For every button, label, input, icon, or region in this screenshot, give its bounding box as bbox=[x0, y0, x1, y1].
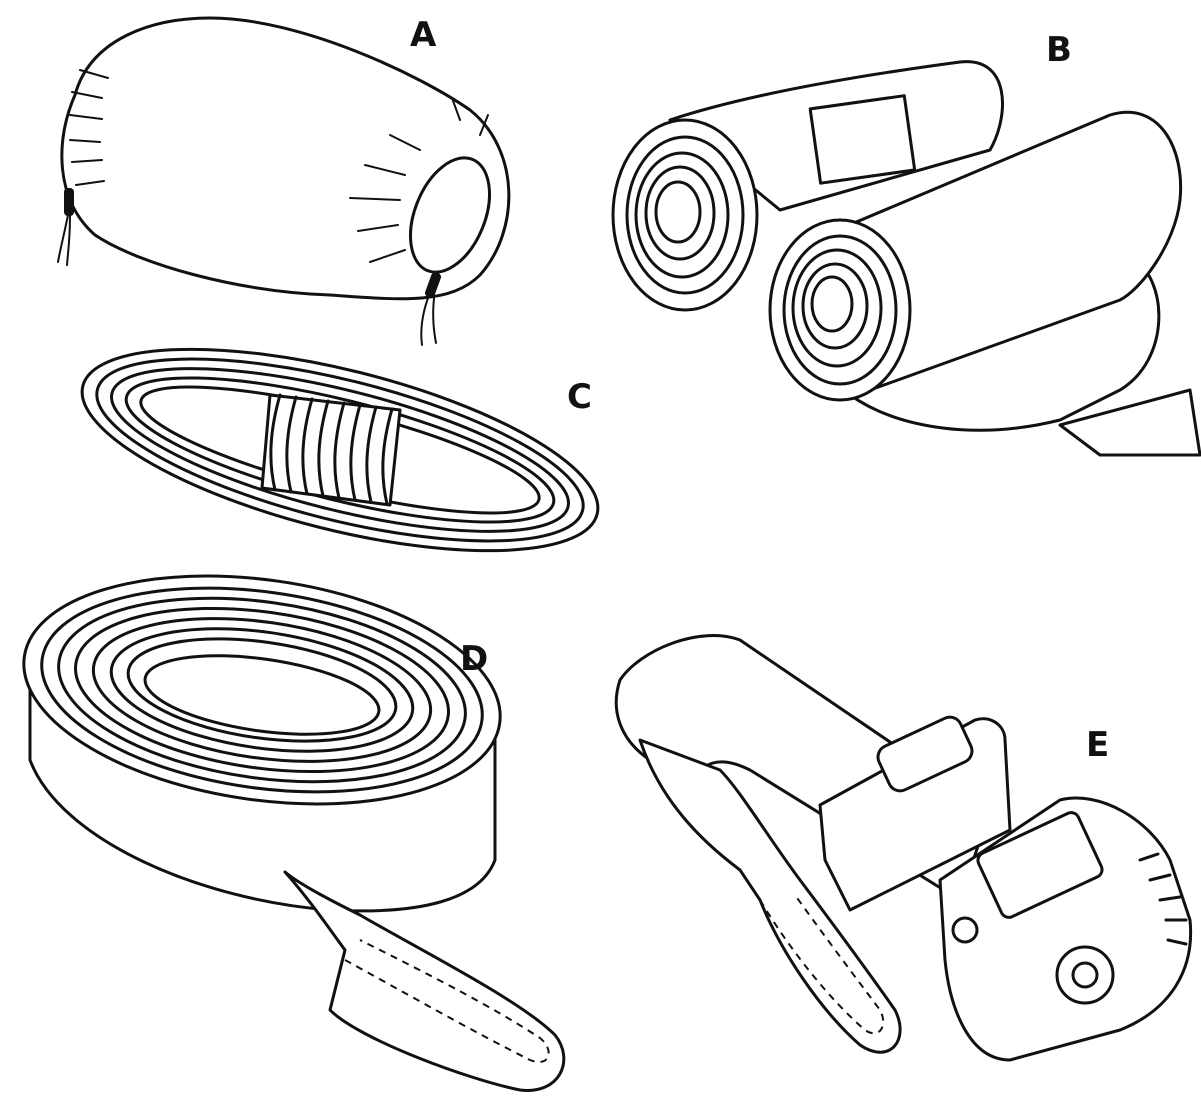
stuff-sack-drawing bbox=[57, 16, 511, 346]
label-c: C bbox=[567, 377, 592, 417]
label-b: B bbox=[1046, 30, 1072, 70]
label-d: D bbox=[460, 639, 489, 679]
label-a: A bbox=[410, 15, 437, 55]
tape-rolls-drawing bbox=[611, 60, 1201, 457]
strap-coil-drawing bbox=[22, 574, 566, 1092]
label-e: E bbox=[1086, 725, 1110, 765]
coiled-cord-drawing bbox=[80, 347, 600, 553]
ratchet-strap-drawing bbox=[614, 634, 1193, 1062]
